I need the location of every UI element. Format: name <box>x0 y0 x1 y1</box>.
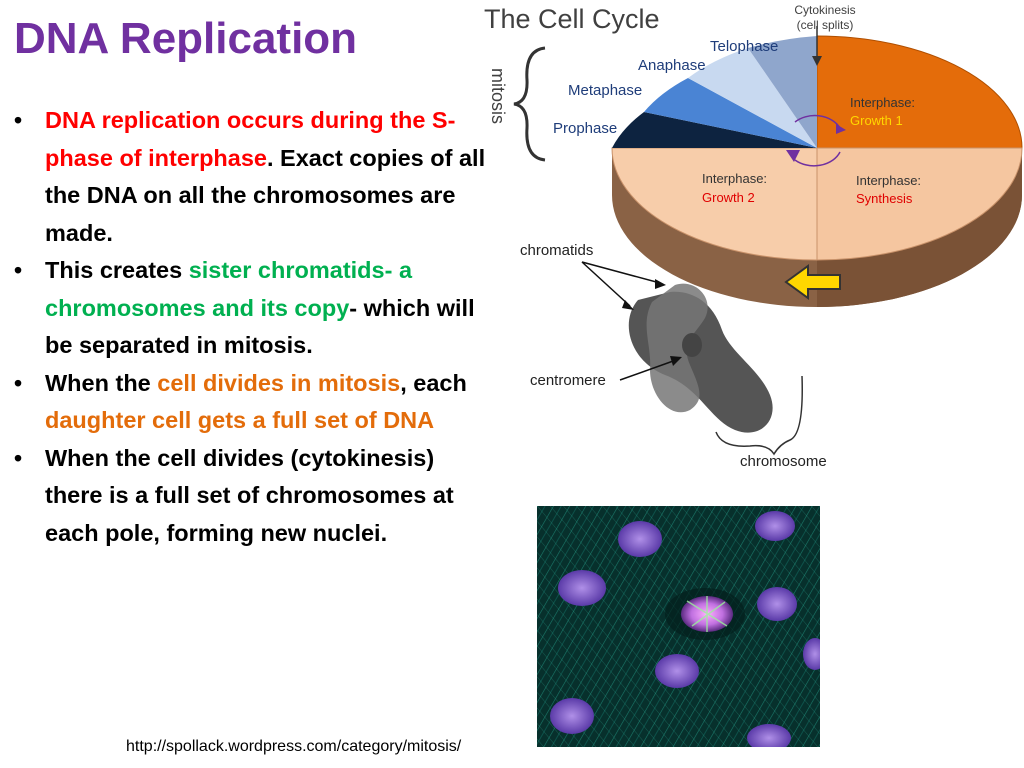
bullet-segment: , each <box>400 369 467 396</box>
bullet-segment: This creates <box>45 257 189 283</box>
slice-anaphase <box>688 48 817 148</box>
chromosome-illustration <box>628 283 773 433</box>
cytokinesis-arrowhead <box>812 56 822 66</box>
cytokinesis-label-1: Cytokinesis <box>794 3 855 17</box>
bullet-segment: When the cell divides (cytokinesis) ther… <box>45 444 454 546</box>
label-growth1-b: Growth 1 <box>850 113 903 128</box>
bullet-segment: sister chromatids- a chromosomes and its… <box>45 257 413 321</box>
bullet-segment: daughter cell gets a full set of DNA <box>45 407 435 433</box>
chromatid-arrowhead-2 <box>655 279 666 289</box>
chromatid-arrow-2 <box>581 261 661 284</box>
bullet-segment: DNA replication occurs during the S-phas… <box>45 107 456 171</box>
cell-cycle-diagram: The Cell Cycle mitosis Cytokinesis (cell… <box>478 0 1024 480</box>
label-chromosome: chromosome <box>740 453 827 470</box>
bullet-item: • When the cell divides (cytokinesis) the… <box>14 440 496 553</box>
label-centromere: centromere <box>530 372 606 389</box>
cell-cycle-svg: The Cell Cycle mitosis Cytokinesis (cell… <box>484 3 1023 470</box>
bullet-dot: • <box>14 444 23 471</box>
label-synthesis-a: Interphase: <box>856 173 921 188</box>
bullet-segment: When the <box>45 369 158 396</box>
slice-growth2 <box>611 147 818 261</box>
bullet-segment: . Exact copies of all the DNA on all the… <box>45 144 486 246</box>
label-synthesis-b: Synthesis <box>856 191 913 206</box>
label-growth2-a: Interphase: <box>702 171 767 186</box>
slice-synthesis <box>816 147 1023 261</box>
chromosome-brace <box>715 375 803 456</box>
slide-title: DNA Replication <box>14 14 358 63</box>
label-anaphase: Anaphase <box>638 57 706 74</box>
label-prophase: Prophase <box>553 120 617 137</box>
mitosis-micrograph <box>537 506 820 747</box>
label-chromatids: chromatids <box>520 242 593 259</box>
bullet-dot: • <box>14 257 23 283</box>
slice-growth1 <box>816 35 1023 149</box>
centromere-arrowhead <box>670 356 682 366</box>
bullet-dot: • <box>14 369 23 396</box>
centromere-arrow <box>619 359 677 381</box>
cell-cycle-title: The Cell Cycle <box>484 4 660 34</box>
bullet-segment: - which will be separated in mitosis. <box>45 294 475 359</box>
chromatid-arrow-1 <box>581 261 631 307</box>
slice-telophase <box>748 36 817 148</box>
micrograph-svg <box>537 506 820 747</box>
yellow-arrow-icon <box>784 264 841 300</box>
chromatid-arrowhead-1 <box>622 300 634 310</box>
bullet-dot: • <box>14 107 23 133</box>
source-link[interactable]: http://spollack.wordpress.com/category/m… <box>126 738 462 755</box>
mitosis-label: mitosis <box>488 68 508 124</box>
bullet-item: • DNA replication occurs during the S-pha… <box>14 102 496 252</box>
label-growth2-b: Growth 2 <box>702 190 755 205</box>
label-metaphase: Metaphase <box>568 82 642 99</box>
slice-metaphase <box>644 78 817 148</box>
bullet-item: • This creates sister chromatids- a chrom… <box>14 252 496 365</box>
bullet-item: •When the cell divides in mitosis, each … <box>14 365 496 440</box>
mitosis-brace <box>513 46 546 162</box>
bullet-segment: cell divides in mitosis <box>157 369 401 396</box>
cycle-arrows-icon <box>786 114 846 167</box>
slice-prophase <box>612 112 817 148</box>
label-telophase: Telophase <box>710 38 778 55</box>
cytokinesis-label-2: (cell splits) <box>797 18 854 32</box>
label-growth1-a: Interphase: <box>850 95 915 110</box>
disc-side-right <box>817 148 1022 307</box>
bullet-list: • DNA replication occurs during the S-pha… <box>14 102 496 552</box>
